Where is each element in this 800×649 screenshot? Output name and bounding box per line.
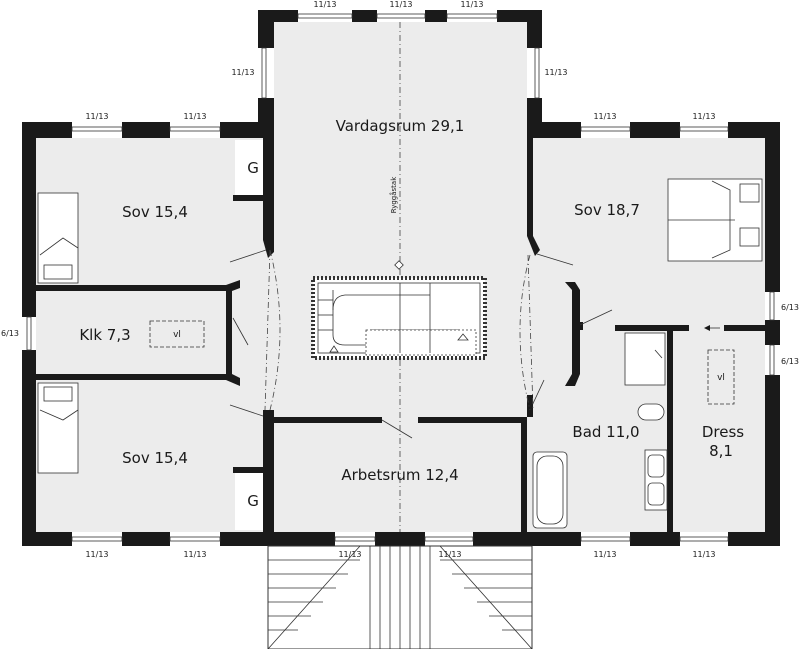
floor-areas xyxy=(36,22,765,532)
bed-double xyxy=(667,178,763,262)
doors xyxy=(229,236,720,439)
closet-lower xyxy=(235,473,263,530)
window-label-top-right: 11/13 xyxy=(460,0,483,9)
room-label-sov-nw: Sov 15,4 xyxy=(122,203,188,221)
axis-lines xyxy=(264,22,534,532)
window-label-east-a: 6/13 xyxy=(781,303,799,312)
window-labels: 11/13 11/13 11/13 11/13 11/13 11/13 11/1… xyxy=(1,0,799,559)
window-label-sw-b: 11/13 xyxy=(183,550,206,559)
room-label-bad: Bad 11,0 xyxy=(572,423,639,441)
vl-label-dress: vl xyxy=(717,373,725,383)
window-label-ne-b: 11/13 xyxy=(692,112,715,121)
room-label-arbetsrum: Arbetsrum 12,4 xyxy=(341,466,458,484)
window-label-top-left: 11/13 xyxy=(313,0,336,9)
window-label-ne-a: 11/13 xyxy=(593,112,616,121)
windows xyxy=(26,13,775,542)
room-label-sov-sw: Sov 15,4 xyxy=(122,449,188,467)
room-label-dress-name: Dress xyxy=(702,423,744,441)
window-label-se-a: 11/13 xyxy=(593,550,616,559)
room-label-vardagsrum: Vardagsrum 29,1 xyxy=(336,117,465,135)
interior-walls xyxy=(36,138,765,532)
window-label-west: 6/13 xyxy=(1,329,19,338)
stairwell xyxy=(311,260,487,360)
window-label-entry-a: 11/13 xyxy=(338,550,361,559)
vl-box-dress xyxy=(707,349,735,405)
window-label-entry-b: 11/13 xyxy=(438,550,461,559)
vl-box-klk xyxy=(149,320,205,348)
room-label-sov-ne: Sov 18,7 xyxy=(574,201,640,219)
room-label-klk: Klk 7,3 xyxy=(79,326,130,344)
room-label-dress-area: 8,1 xyxy=(709,442,733,460)
exterior-walls xyxy=(22,10,780,546)
window-label-east-b: 6/13 xyxy=(781,357,799,366)
bed-sw xyxy=(37,382,79,474)
closet-label-lower: G xyxy=(247,492,259,510)
entrance-steps xyxy=(267,545,533,649)
window-label-se-b: 11/13 xyxy=(692,550,715,559)
ridge-label: Ryggåstak xyxy=(389,176,398,213)
window-label-top-mid: 11/13 xyxy=(389,0,412,9)
bed-nw xyxy=(37,192,79,284)
bathroom-fixtures xyxy=(532,332,668,529)
window-label-nw-b: 11/13 xyxy=(183,112,206,121)
window-label-wing-right: 11/13 xyxy=(544,68,567,77)
window-label-wing-left: 11/13 xyxy=(231,68,254,77)
window-label-sw-a: 11/13 xyxy=(85,550,108,559)
closet-upper xyxy=(235,140,263,195)
closet-label-upper: G xyxy=(247,159,259,177)
vl-label-klk: vl xyxy=(173,330,181,340)
window-label-nw-a: 11/13 xyxy=(85,112,108,121)
